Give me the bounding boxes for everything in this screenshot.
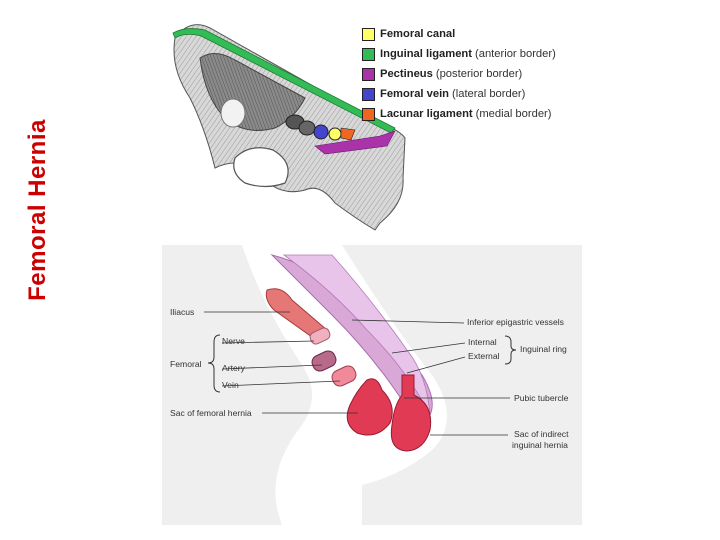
label-nerve: Nerve [222, 336, 245, 346]
label-inferior-epigastric: Inferior epigastric vessels [467, 317, 564, 327]
leader-epigastric [351, 319, 465, 324]
legend-desc: (lateral border) [452, 88, 526, 100]
legend-label: Femoral canal [380, 28, 456, 40]
pectineus [314, 130, 396, 155]
pelvis-drawing [172, 24, 406, 231]
leader-external [406, 356, 466, 374]
label-vein: Vein [222, 380, 239, 390]
legend-label: Inguinal ligament [380, 48, 472, 60]
legend-item-femoral-vein: Femoral vein(lateral border) [362, 84, 556, 104]
legend-desc: (anterior border) [475, 48, 556, 60]
legend-label: Lacunar ligament [380, 108, 473, 120]
legend-item-pectineus: Pectineus(posterior border) [362, 64, 556, 84]
acetabulum [220, 98, 246, 128]
pelvis-illustration [155, 18, 575, 236]
label-pubic-tubercle: Pubic tubercle [514, 393, 569, 403]
label-inguinal-ring: Inguinal ring [520, 344, 567, 354]
leader-nerve [221, 340, 315, 344]
indirect-hernia-sac [390, 374, 432, 452]
label-sac-indirect-2: inguinal hernia [512, 440, 568, 450]
femoral-artery-oval [298, 120, 316, 136]
legend-desc: (medial border) [475, 108, 552, 120]
legend-label: Femoral vein [380, 88, 450, 100]
label-femoral: Femoral [170, 359, 202, 369]
legend-label: Pectineus [380, 68, 433, 80]
legend-item-lacunar-ligament: Lacunar ligament(medial border) [362, 104, 556, 124]
legend-swatch [362, 107, 375, 121]
leader-artery [221, 364, 323, 370]
hernia-drawing [204, 245, 517, 525]
hernia-schematic: Iliacus Nerve Femoral Artery Vein Sac of… [162, 245, 582, 525]
legend-desc: (posterior border) [435, 68, 523, 80]
label-internal: Internal [468, 337, 497, 347]
femoral-artery [311, 350, 337, 372]
femoral-vein-oval [313, 124, 329, 140]
label-iliacus: Iliacus [170, 307, 195, 317]
legend-item-inguinal-ligament: Inguinal ligament(anterior border) [362, 44, 556, 64]
legend-swatch [362, 67, 375, 81]
obturator-foramen [233, 147, 289, 188]
leader-vein [221, 380, 341, 387]
femoral-hernia-sac [346, 378, 393, 436]
label-artery: Artery [222, 363, 245, 373]
legend: Femoral canal Inguinal ligament(anterior… [362, 24, 556, 124]
femoral-canal-oval [328, 127, 342, 141]
label-external: External [468, 351, 500, 361]
lacunar-ligament [340, 127, 356, 141]
legend-item-femoral-canal: Femoral canal [362, 24, 556, 44]
label-sac-femoral: Sac of femoral hernia [170, 408, 252, 418]
femoral-nerve [309, 327, 331, 345]
legend-swatch [362, 27, 375, 41]
leader-internal [391, 342, 466, 354]
legend-swatch [362, 47, 375, 61]
ring-bracket [504, 335, 517, 365]
femoral-bracket [207, 334, 221, 393]
label-sac-indirect-1: Sac of indirect [514, 429, 569, 439]
legend-swatch [362, 87, 375, 101]
